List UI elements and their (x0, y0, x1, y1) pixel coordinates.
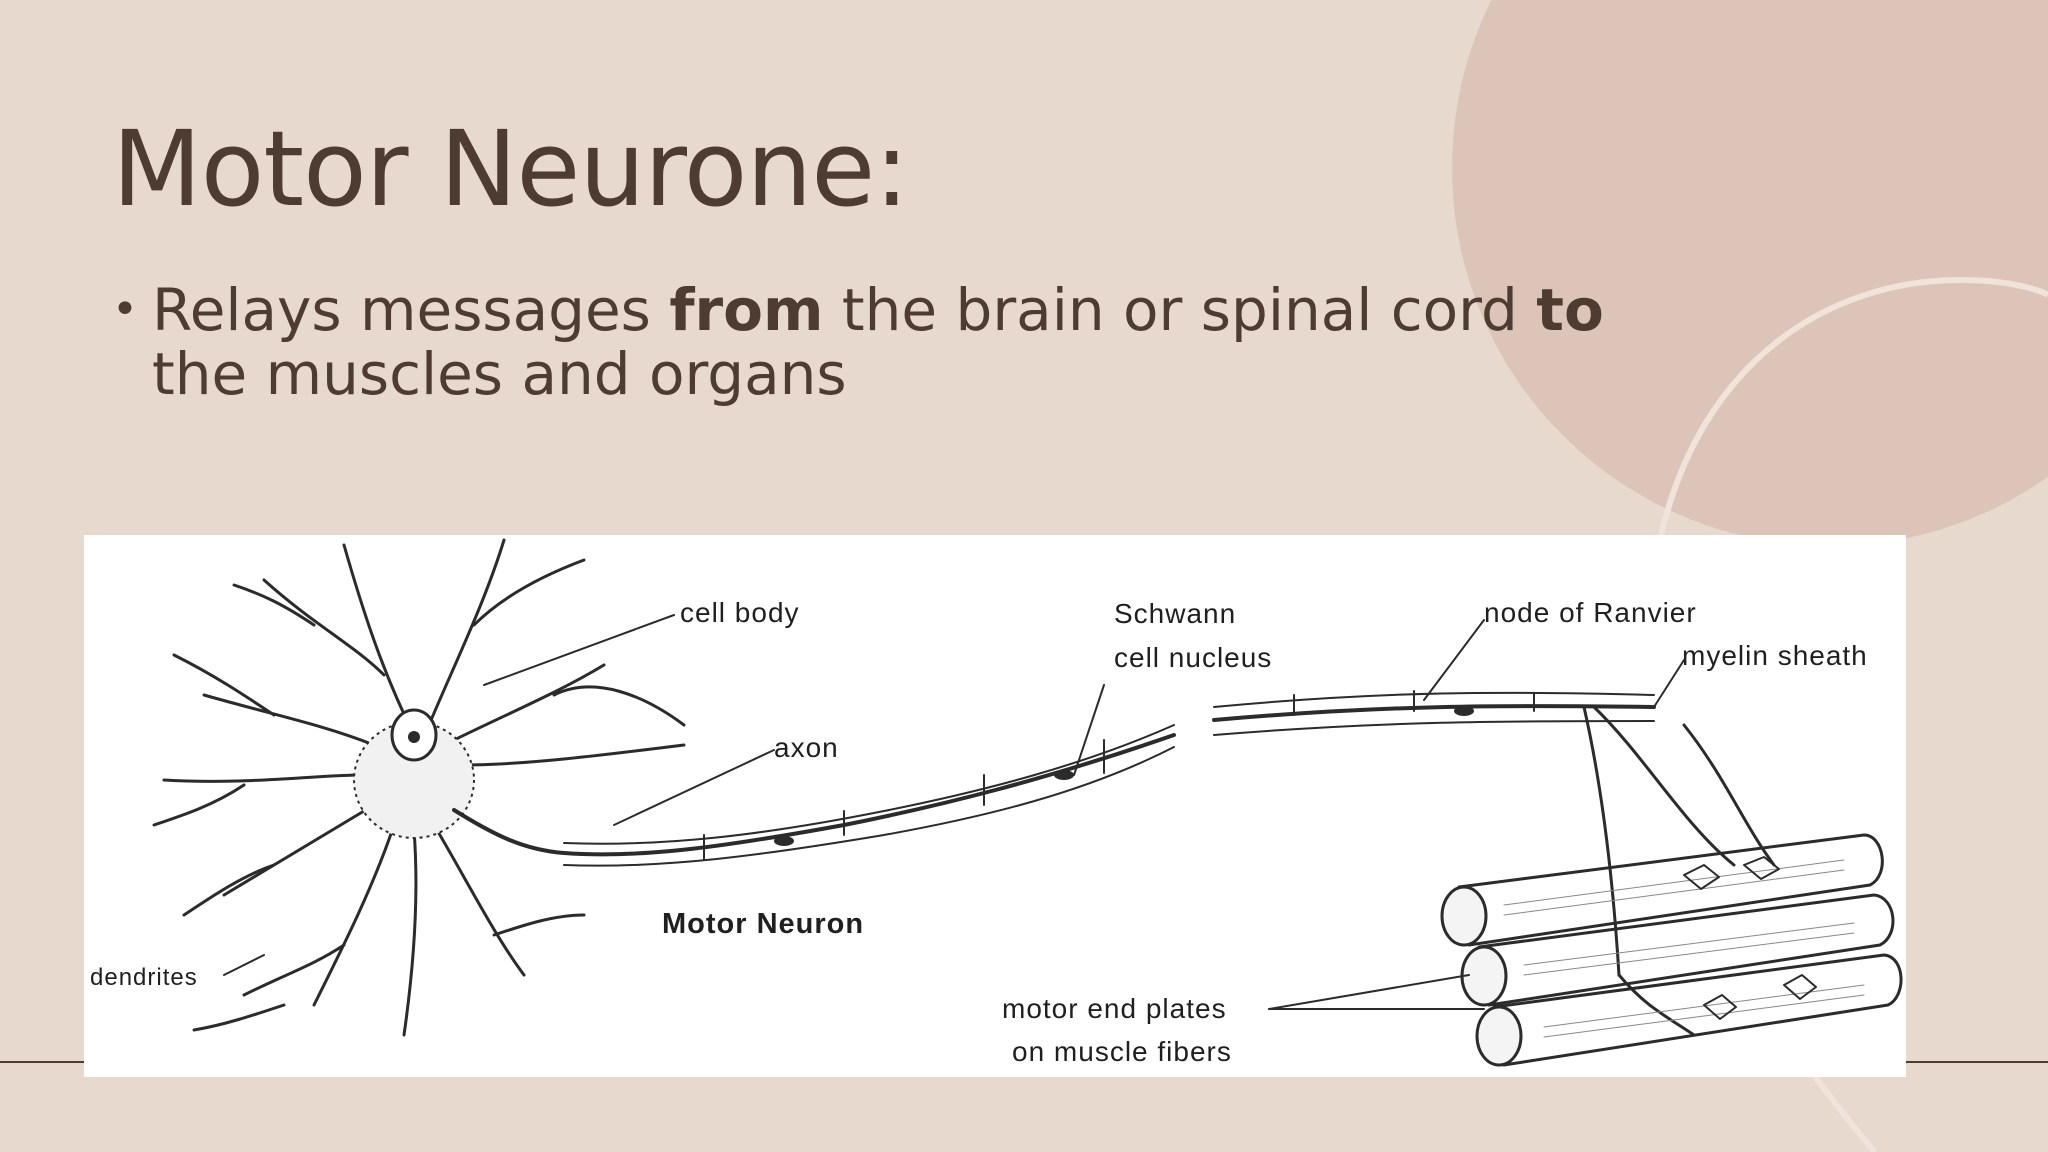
label-cell-body: cell body (680, 597, 800, 628)
decor-arc (1657, 276, 2048, 541)
decor-circle (1452, 0, 2048, 546)
motor-neuron-diagram: cell body axon Schwann cell nucleus node… (84, 535, 1906, 1077)
cell-body-drawing (353, 721, 475, 839)
leader-lines (223, 614, 1685, 1010)
bullet-list: Relays messages from the brain or spinal… (112, 278, 1712, 406)
nucleolus-drawing (408, 731, 420, 743)
bullet-text-2: the brain or spinal cord (823, 276, 1537, 344)
dendrites-drawing (152, 538, 686, 1037)
schwann-nucleus-1 (774, 836, 794, 846)
bullet-text-1: Relays messages (152, 276, 670, 344)
label-node-of-ranvier: node of Ranvier (1484, 597, 1697, 628)
label-schwann-line2: cell nucleus (1114, 642, 1272, 673)
slide-title: Motor Neurone: (112, 108, 909, 230)
bullet-bold-from: from (669, 276, 824, 344)
label-motor-end-line1: motor end plates (1002, 993, 1227, 1024)
schwann-nucleus-3 (1454, 706, 1474, 716)
bullet-bold-to: to (1536, 276, 1604, 344)
decor-arc-lower (1807, 1068, 1878, 1152)
bullet-item: Relays messages from the brain or spinal… (112, 278, 1712, 406)
label-schwann-line1: Schwann (1114, 598, 1236, 629)
label-axon: axon (774, 732, 839, 763)
label-myelin-sheath: myelin sheath (1682, 640, 1868, 671)
diagram-caption: Motor Neuron (662, 908, 864, 940)
bullet-text-3: the muscles and organs (152, 340, 847, 408)
label-dendrites: dendrites (90, 964, 198, 991)
muscle-fibers-drawing (1440, 833, 1903, 1067)
label-motor-end-line2: on muscle fibers (1012, 1036, 1232, 1067)
axon-drawing (452, 690, 1776, 1037)
schwann-nucleus-2 (1054, 770, 1074, 780)
